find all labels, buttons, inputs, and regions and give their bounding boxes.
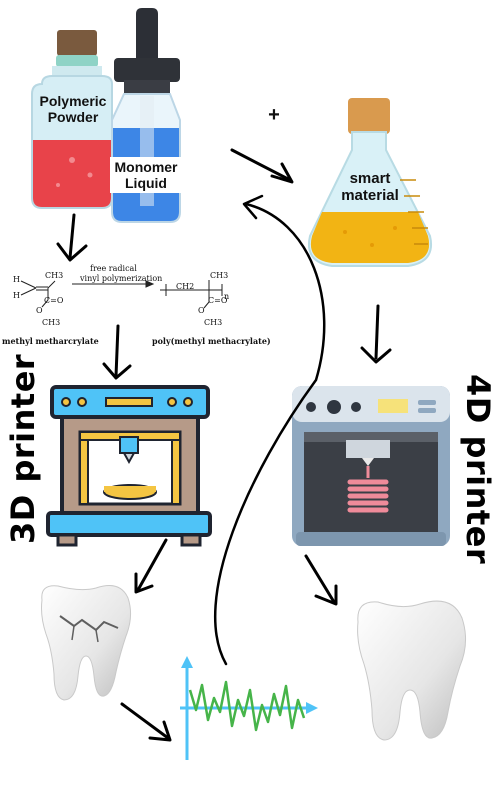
cracked-tooth-icon — [41, 585, 132, 701]
product-name: poly(methyl methacrylate) — [152, 336, 271, 346]
arrow-smart-material-to-4d-printer — [360, 304, 392, 364]
reactant-o: O — [36, 306, 43, 315]
arrow-4d-printer-to-healthy-tooth — [304, 554, 338, 606]
signal-chart-icon — [180, 656, 318, 760]
arrow-chemistry-to-3d-printer — [102, 324, 132, 380]
reactant-c-eq-o: C=O — [44, 296, 64, 305]
smart-material-line1: smart — [349, 170, 391, 187]
reactant-h-bottom: H — [13, 291, 20, 300]
arrow-bottles-to-chemistry — [56, 213, 88, 262]
plus-sign: + — [268, 104, 280, 126]
printer-4d-label: 4D printer — [459, 374, 497, 565]
printer-3d-icon — [46, 385, 212, 547]
product-subscript-n: n — [224, 292, 230, 301]
polymeric-powder-line2: Powder — [47, 109, 99, 126]
product-ch2: CH2 — [176, 282, 195, 291]
reaction-condition-line2: vinyl polymerization — [80, 274, 163, 283]
smart-material-label: smart material — [328, 170, 412, 205]
printer-4d-icon — [292, 386, 450, 546]
arrow-3d-printer-to-cracked-tooth — [134, 538, 168, 594]
arrow-bottles-to-smart-material — [230, 148, 294, 184]
chemistry-structure-lines — [20, 280, 223, 309]
reactant-ch3-bottom: CH3 — [42, 318, 61, 327]
powder-bottle-icon — [31, 30, 113, 209]
reactant-h-top: H — [13, 275, 20, 284]
arrow-signal-to-smart-material-curve — [213, 194, 326, 666]
polymeric-powder-label: Polymeric Powder — [30, 93, 116, 125]
monomer-liquid-label: Monomer Liquid — [110, 157, 182, 194]
arrow-cracked-tooth-to-signal — [120, 702, 172, 742]
smart-material-flask-icon — [308, 98, 432, 267]
polymeric-powder-line1: Polymeric — [39, 93, 107, 109]
product-o: O — [198, 306, 205, 315]
reaction-condition-line1: free radical — [90, 264, 137, 273]
printer-3d-label: 3D printer — [4, 353, 42, 544]
product-ch3-bottom: CH3 — [204, 318, 223, 327]
reactant-name: methyl metharcrylate — [2, 336, 99, 346]
reactant-ch3-top: CH3 — [45, 271, 64, 280]
product-ch3-top: CH3 — [210, 271, 229, 280]
product-c-eq-o: C=O — [208, 296, 228, 305]
monomer-liquid-line1: Monomer — [114, 159, 178, 175]
smart-material-line2: material — [341, 187, 399, 205]
healthy-tooth-icon — [357, 600, 466, 741]
monomer-liquid-line2: Liquid — [125, 175, 167, 192]
